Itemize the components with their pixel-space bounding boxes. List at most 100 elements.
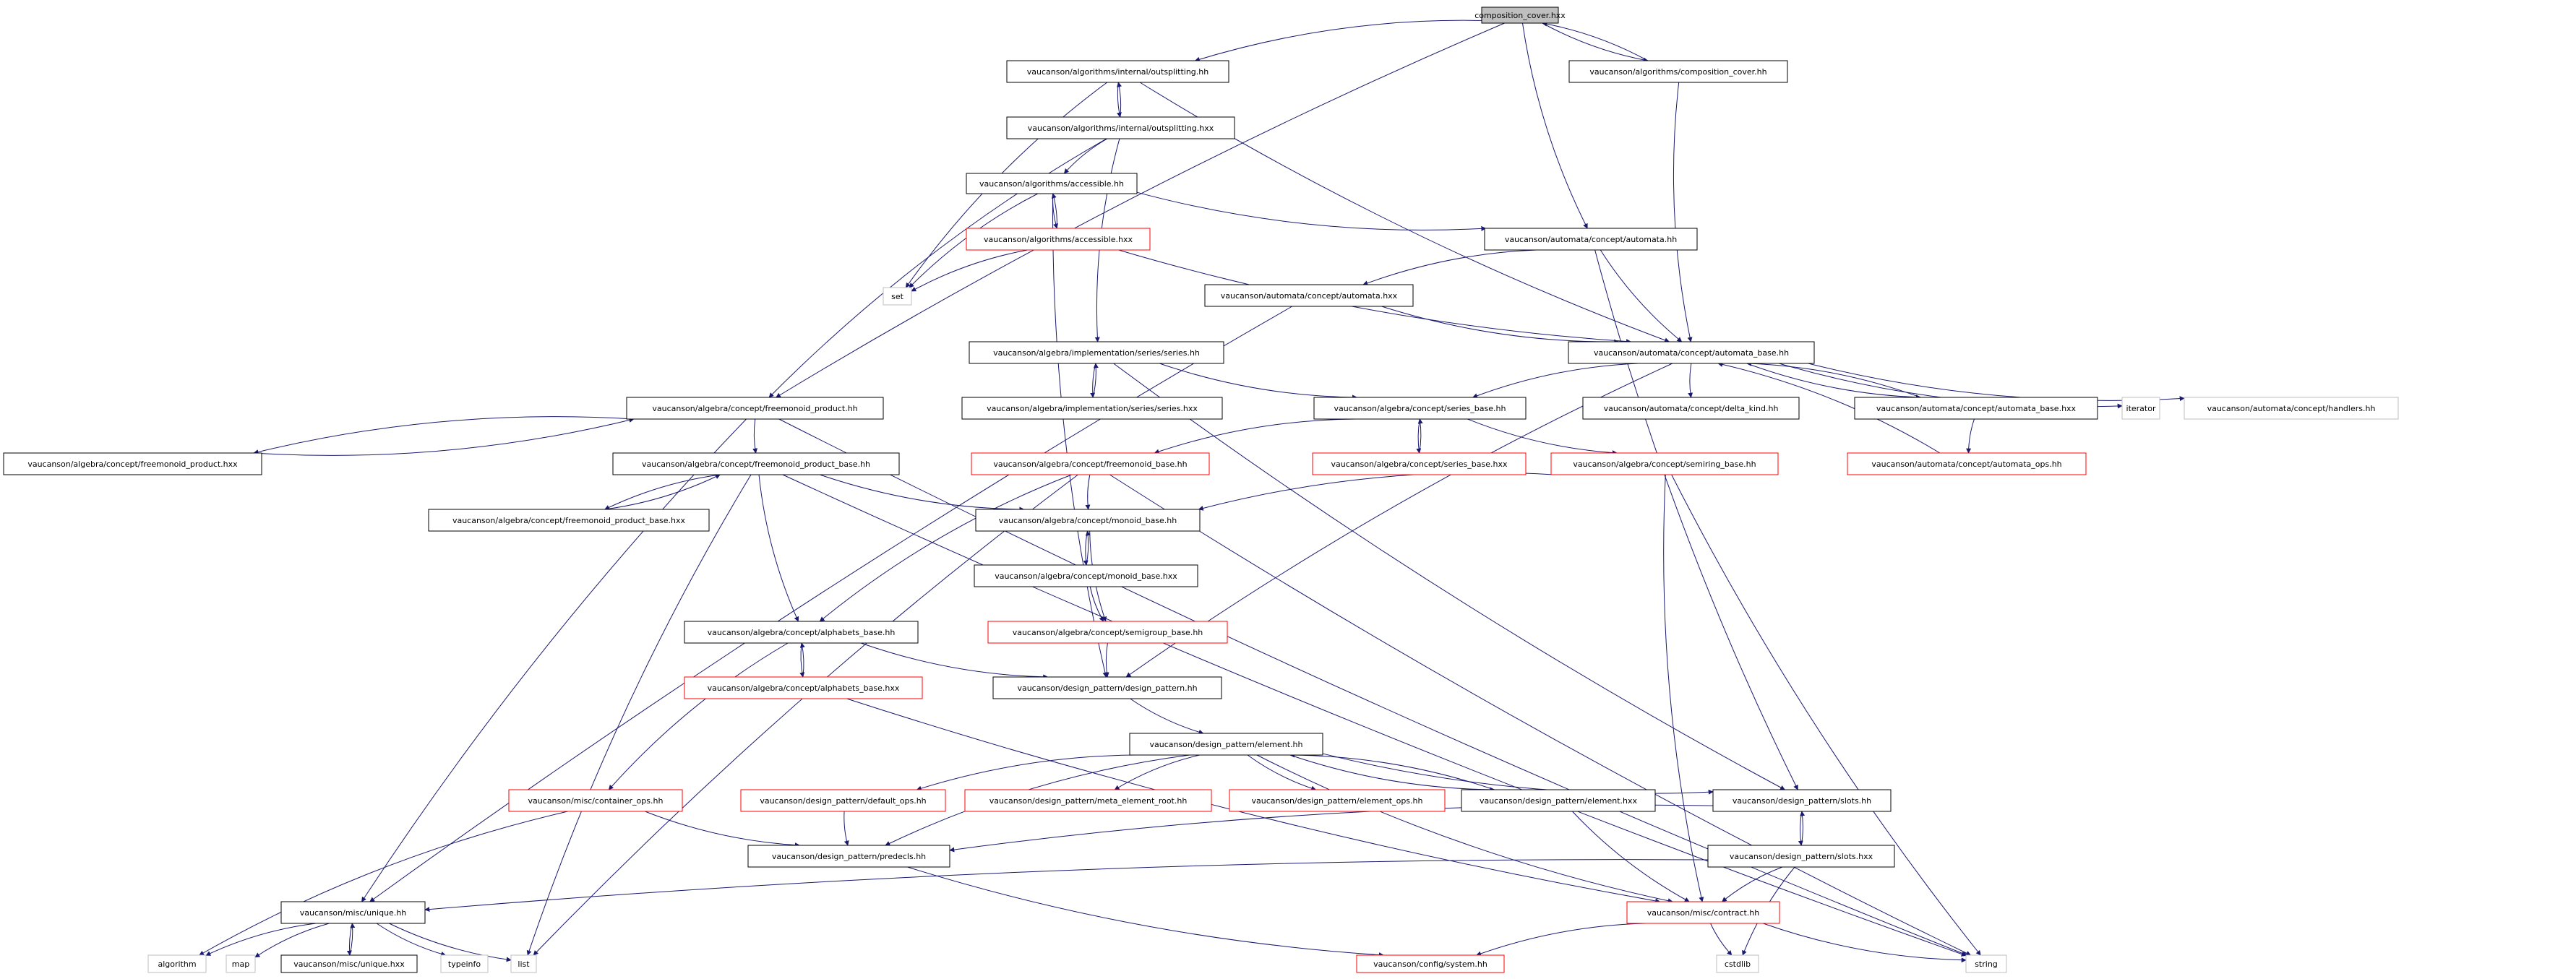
node-box (684, 676, 923, 699)
node-box (1626, 901, 1780, 924)
node-label: vaucanson/design_pattern/default_ops.hh (760, 796, 926, 806)
file-node-automata-hh[interactable]: vaucanson/automata/concept/automata.hh (1484, 228, 1698, 251)
node-label: vaucanson/algebra/concept/monoid_base.hh (999, 516, 1177, 525)
file-node-default-ops-hh[interactable]: vaucanson/design_pattern/default_ops.hh (740, 789, 946, 812)
node-label: vaucanson/algebra/implementation/series/… (993, 348, 1200, 358)
node-box (1481, 7, 1559, 24)
node-label: vaucanson/misc/unique.hxx (293, 959, 405, 969)
node-box (280, 901, 426, 924)
file-node-semigroup-base-hh[interactable]: vaucanson/algebra/concept/semigroup_base… (987, 621, 1228, 644)
node-label: vaucanson/algebra/implementation/series/… (987, 404, 1198, 413)
file-node-series-hxx[interactable]: vaucanson/algebra/implementation/series/… (961, 397, 1223, 420)
file-node-accessible-hh[interactable]: vaucanson/algorithms/accessible.hh (966, 173, 1138, 194)
dependency-edge (1521, 22, 1588, 229)
file-node-string: string (1965, 954, 2007, 973)
node-label: vaucanson/misc/unique.hh (300, 908, 407, 918)
dependency-edge (1085, 474, 1091, 510)
file-node-semiring-base-hh[interactable]: vaucanson/algebra/concept/semiring_base.… (1550, 452, 1779, 475)
file-node-map: map (226, 954, 256, 973)
file-node-series-hh[interactable]: vaucanson/algebra/implementation/series/… (969, 341, 1224, 364)
file-node-automata-ops-hh[interactable]: vaucanson/automata/concept/automata_ops.… (1847, 452, 2087, 475)
file-node-slots-hxx[interactable]: vaucanson/design_pattern/slots.hxx (1707, 845, 1895, 868)
file-node-meta-element-root-hh[interactable]: vaucanson/design_pattern/meta_element_ro… (964, 789, 1212, 812)
file-node-freemonoid-product-hh[interactable]: vaucanson/algebra/concept/freemonoid_pro… (626, 397, 884, 420)
file-node-automata-base-hxx[interactable]: vaucanson/automata/concept/automata_base… (1854, 397, 2098, 420)
node-label: vaucanson/algebra/concept/freemonoid_pro… (452, 516, 686, 525)
file-node-design-pattern-hh[interactable]: vaucanson/design_pattern/design_pattern.… (992, 676, 1222, 699)
node-label: vaucanson/automata/concept/automata_base… (1594, 348, 1789, 358)
file-node-unique-hh[interactable]: vaucanson/misc/unique.hh (280, 901, 426, 924)
node-label: vaucanson/algebra/concept/freemonoid_pro… (652, 404, 857, 413)
file-node-freemonoid-product-hxx[interactable]: vaucanson/algebra/concept/freemonoid_pro… (3, 452, 262, 475)
dependency-edge (1130, 698, 1204, 735)
node-label: vaucanson/automata/concept/automata.hxx (1221, 291, 1398, 301)
dependency-edge (776, 22, 1505, 398)
node-label: vaucanson/design_pattern/slots.hxx (1730, 852, 1873, 861)
dependency-edge (782, 474, 1967, 957)
file-node-automata-base-hh[interactable]: vaucanson/automata/concept/automata_base… (1568, 341, 1815, 364)
file-node-element-hxx[interactable]: vaucanson/design_pattern/element.hxx (1461, 789, 1656, 812)
dependency-edge (253, 416, 634, 454)
file-node-series-base-hh[interactable]: vaucanson/algebra/concept/series_base.hh (1313, 397, 1527, 420)
file-node-algorithm: algorithm (147, 954, 207, 973)
file-node-element-ops-hh[interactable]: vaucanson/design_pattern/element_ops.hh (1229, 789, 1446, 812)
file-node-monoid-base-hh[interactable]: vaucanson/algebra/concept/monoid_base.hh (975, 509, 1201, 532)
file-node-automata-hxx[interactable]: vaucanson/automata/concept/automata.hxx (1204, 284, 1414, 307)
file-node-freemonoid-product-base-hh[interactable]: vaucanson/algebra/concept/freemonoid_pro… (612, 452, 900, 475)
dependency-edge (820, 474, 1025, 512)
dependency-edge (424, 859, 1709, 913)
node-box (961, 397, 1223, 420)
file-node-root[interactable]: composition_cover.hxx (1474, 7, 1566, 24)
file-node-outsplitting-hxx[interactable]: vaucanson/algorithms/internal/outsplitti… (1006, 116, 1235, 139)
dependency-edge (1289, 754, 1495, 793)
node-box (510, 954, 537, 973)
dependency-edge (846, 698, 1661, 904)
node-label: set (891, 292, 903, 301)
node-box (1006, 116, 1235, 139)
node-box (971, 452, 1210, 475)
file-node-predecls-hh[interactable]: vaucanson/design_pattern/predecls.hh (747, 845, 950, 868)
file-node-unique-hxx[interactable]: vaucanson/misc/unique.hxx (280, 954, 418, 973)
file-node-freemonoid-base-hh[interactable]: vaucanson/algebra/concept/freemonoid_bas… (971, 452, 1210, 475)
dependency-edge (254, 923, 330, 958)
dependency-edge (604, 474, 721, 510)
file-node-series-base-hxx[interactable]: vaucanson/algebra/concept/series_base.hx… (1312, 452, 1527, 475)
dependency-edge (1154, 418, 1356, 454)
file-node-element-hh[interactable]: vaucanson/design_pattern/element.hh (1129, 733, 1323, 756)
file-node-accessible-hxx[interactable]: vaucanson/algorithms/accessible.hxx (966, 228, 1151, 251)
dependency-edge (1800, 811, 1806, 846)
file-node-slots-hh[interactable]: vaucanson/design_pattern/slots.hh (1712, 789, 1892, 812)
node-box (975, 509, 1201, 532)
dependency-edge (1136, 191, 1487, 231)
file-node-alphabets-base-hh[interactable]: vaucanson/algebra/concept/alphabets_base… (684, 621, 919, 644)
file-node-contract-hh[interactable]: vaucanson/misc/contract.hh (1626, 901, 1780, 924)
dependency-edge (1063, 138, 1108, 174)
file-node-alphabets-base-hxx[interactable]: vaucanson/algebra/concept/alphabets_base… (684, 676, 923, 699)
dependency-edge (1104, 642, 1109, 678)
node-box (612, 452, 900, 475)
node-label: vaucanson/algorithms/composition_cover.h… (1589, 67, 1766, 77)
file-node-composition-cover-hh[interactable]: vaucanson/algorithms/composition_cover.h… (1568, 60, 1788, 83)
file-node-delta-kind-hh[interactable]: vaucanson/automata/concept/delta_kind.hh (1582, 397, 1800, 420)
node-box (1312, 452, 1527, 475)
dependency-edge (1089, 586, 1104, 622)
file-node-system-hh[interactable]: vaucanson/config/system.hh (1356, 954, 1505, 973)
file-node-outsplitting-hh[interactable]: vaucanson/algorithms/internal/outsplitti… (1006, 60, 1229, 83)
file-node-container-ops-hh[interactable]: vaucanson/misc/container_ops.hh (508, 789, 683, 812)
node-label: iterator (2126, 404, 2156, 413)
node-box (966, 228, 1151, 251)
dependency-edge (526, 474, 752, 956)
node-label: composition_cover.hxx (1474, 11, 1566, 20)
node-box (740, 789, 946, 812)
dependency-edge (604, 474, 721, 510)
file-node-monoid-base-hxx[interactable]: vaucanson/algebra/concept/monoid_base.hx… (974, 564, 1198, 587)
node-box (1568, 60, 1788, 83)
node-label: vaucanson/algebra/concept/alphabets_base… (708, 628, 896, 637)
dependency-edge (819, 474, 1072, 622)
dependency-edge (1092, 363, 1099, 398)
dependency-edge (349, 923, 356, 956)
node-label: vaucanson/automata/concept/automata_base… (1876, 404, 2077, 413)
node-box (2184, 397, 2399, 420)
file-node-freemonoid-product-base-hxx[interactable]: vaucanson/algebra/concept/freemonoid_pro… (428, 509, 710, 532)
dependency-edge (1116, 82, 1122, 118)
